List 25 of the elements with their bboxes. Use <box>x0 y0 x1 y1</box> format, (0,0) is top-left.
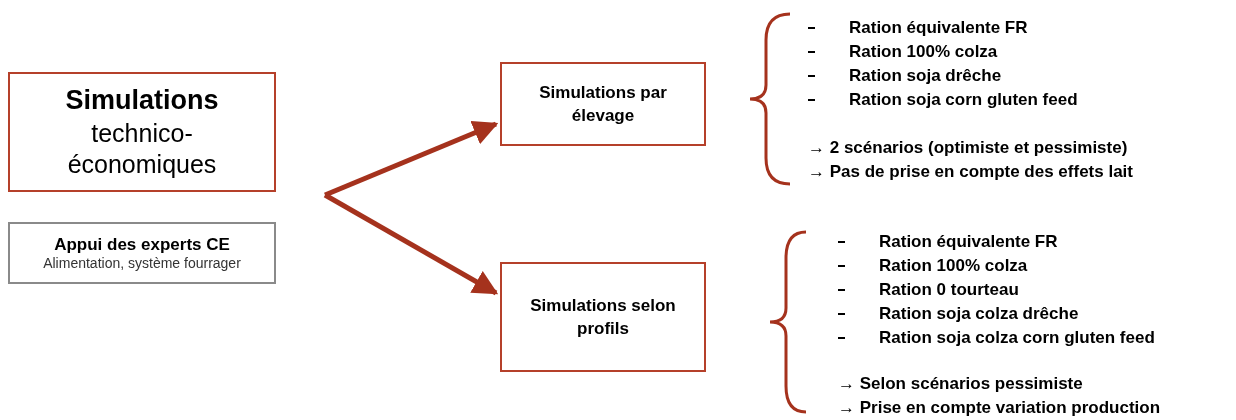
list-item: Ration soja colza corn gluten feed <box>879 327 1155 349</box>
list-item: Ration soja drêche <box>849 65 1002 87</box>
list-item: → Selon scénarios pessimiste <box>838 373 1083 395</box>
list-item: → 2 scénarios (optimiste et pessimiste) <box>808 137 1128 159</box>
box-title: Simulations <box>65 83 219 117</box>
box-label: Simulations par élevage <box>538 81 668 127</box>
box-subtitle: technico-économiques <box>66 117 218 180</box>
box-label: Simulations selon profils <box>529 294 677 340</box>
info-box <box>8 222 276 284</box>
process-box <box>8 72 276 192</box>
box-title: Appui des experts CE <box>54 233 230 255</box>
list-item: Ration 0 tourteau <box>879 279 1019 301</box>
list-item: → Prise en compte variation production <box>838 397 1161 419</box>
list-item: Ration soja corn gluten feed <box>849 89 1078 111</box>
list-item: Ration équivalente FR <box>849 17 1028 39</box>
arrow <box>323 192 499 296</box>
process-box <box>500 62 706 146</box>
list-item: Ration 100% colza <box>849 41 998 63</box>
arrow <box>324 121 499 198</box>
list-item: Ration soja colza drêche <box>879 303 1079 325</box>
box-subtitle: Alimentation, système fourrager <box>43 254 241 273</box>
list-item: Ration équivalente FR <box>879 231 1058 253</box>
list-item: Ration 100% colza <box>879 255 1028 277</box>
process-box <box>500 262 706 372</box>
list-item: → Pas de prise en compte des effets lait <box>808 161 1133 183</box>
